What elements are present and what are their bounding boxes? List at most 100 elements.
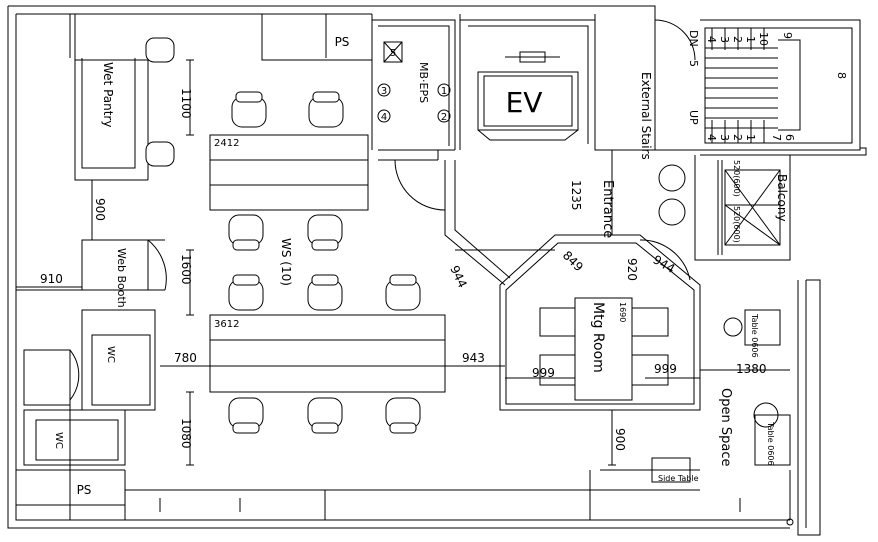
step-top-5: 10 (757, 32, 770, 46)
open-table-a (744, 309, 781, 346)
desk-bottom (209, 314, 446, 393)
step-bottom-1: 4 (705, 134, 718, 141)
dim-1080: 1080 (179, 418, 193, 449)
east-wall (700, 279, 821, 536)
shaft-circle-a (377, 83, 391, 97)
shaft-circle-b (377, 109, 391, 123)
balcony-units (724, 169, 781, 246)
chair (385, 274, 421, 311)
label-ws: WS (10) (279, 238, 293, 286)
label-mb-eps: MB·EPS (417, 62, 430, 103)
column-marker (786, 518, 794, 526)
dim-1690: 1690 (618, 302, 627, 322)
shaft-box (383, 41, 403, 63)
balcony-unit-a: 520(600) (732, 160, 741, 197)
dim-999-right: 999 (654, 362, 677, 376)
dim-900-left: 900 (93, 198, 107, 221)
label-web-booth: Web Booth (115, 248, 128, 308)
desk-code-top: 2412 (214, 138, 239, 149)
side-table (600, 457, 700, 483)
pantry-wall (69, 14, 149, 181)
shaft-2: 2 (441, 112, 447, 123)
step-bottom-2: 3 (718, 134, 731, 141)
shaft-3: 3 (381, 86, 387, 97)
step-bottom-4: 1 (744, 134, 757, 141)
chair (307, 214, 343, 251)
chair (231, 91, 267, 128)
pantry-counter (81, 58, 136, 169)
entrance-wall (444, 160, 555, 286)
chair (228, 397, 264, 434)
step-8: 8 (835, 72, 848, 79)
door-swing-booth (147, 239, 167, 291)
dim-999-left: 999 (532, 366, 555, 380)
chair (385, 397, 421, 434)
eps-door-frame (378, 149, 455, 161)
chair (307, 274, 343, 311)
dim-1380: 1380 (736, 362, 767, 376)
stair-dn: DN (687, 30, 700, 47)
dim-line-1600 (186, 249, 194, 316)
open-chair-b (753, 402, 779, 428)
dim-849: 849 (560, 248, 586, 274)
shaft-circle-c (437, 83, 451, 97)
planter-a (658, 164, 686, 192)
step-bottom-5: 7 (770, 134, 783, 141)
label-mtg-room: Mtg Room (590, 302, 606, 373)
dim-line-1100 (186, 59, 194, 136)
dim-1600: 1600 (179, 254, 193, 285)
step-top-6: 9 (781, 32, 794, 39)
label-wc-2: WC (53, 432, 64, 449)
step-bottom-6: 6 (783, 134, 796, 141)
balcony-walls (694, 155, 791, 261)
door-swing-wc (69, 349, 80, 401)
step-top-3: 2 (731, 36, 744, 43)
step-top-1: 4 (705, 36, 718, 43)
dim-780: 780 (174, 351, 197, 365)
label-side-table: Side Table (658, 474, 699, 483)
stair-up: UP (687, 110, 700, 125)
door-swing-entrance (639, 239, 691, 281)
shaft-circle-d (437, 109, 451, 123)
desk-top (209, 134, 369, 211)
core-walls (261, 14, 655, 151)
label-ev: EV (506, 86, 543, 119)
chair (145, 37, 175, 63)
chair (145, 141, 175, 167)
shaft-1: 1 (441, 86, 447, 97)
dim-920: 920 (625, 258, 639, 281)
step-5: 5 (687, 60, 700, 67)
step-top-4: 1 (744, 36, 757, 43)
chair (228, 214, 264, 251)
dim-line-900 (88, 179, 96, 241)
ps-bottom-walls (16, 469, 126, 520)
step-bottom-3: 2 (731, 134, 744, 141)
table-label-a: Table 0606 (750, 313, 759, 358)
planter-b (658, 198, 686, 226)
desk-code-bottom: 3612 (214, 319, 239, 330)
ws-chairs (145, 37, 421, 434)
door-swing-eps (394, 159, 446, 211)
wc-lower (23, 400, 126, 471)
dim-1235: 1235 (569, 180, 583, 211)
mtg-chairs (539, 307, 669, 386)
label-external-stairs: External Stairs (639, 72, 653, 160)
dim-1100: 1100 (179, 88, 193, 119)
dim-944b: 944 (651, 252, 678, 276)
shaft-4: 4 (381, 112, 387, 123)
mtg-room-outer (499, 234, 701, 411)
stair-ledge (700, 147, 867, 156)
dim-910: 910 (40, 272, 63, 286)
elevator-door (477, 129, 579, 141)
wc-walls (16, 289, 160, 411)
table-label-b: Table 0606 (766, 421, 775, 466)
chair (308, 91, 344, 128)
bottom-details (125, 470, 741, 520)
mtg-room-inner (505, 242, 695, 405)
chair (307, 397, 343, 434)
dim-943: 943 (462, 351, 485, 365)
dim-944: 944 (447, 263, 469, 290)
shaft-5: 5 (390, 48, 396, 59)
stair-treads (705, 28, 801, 143)
